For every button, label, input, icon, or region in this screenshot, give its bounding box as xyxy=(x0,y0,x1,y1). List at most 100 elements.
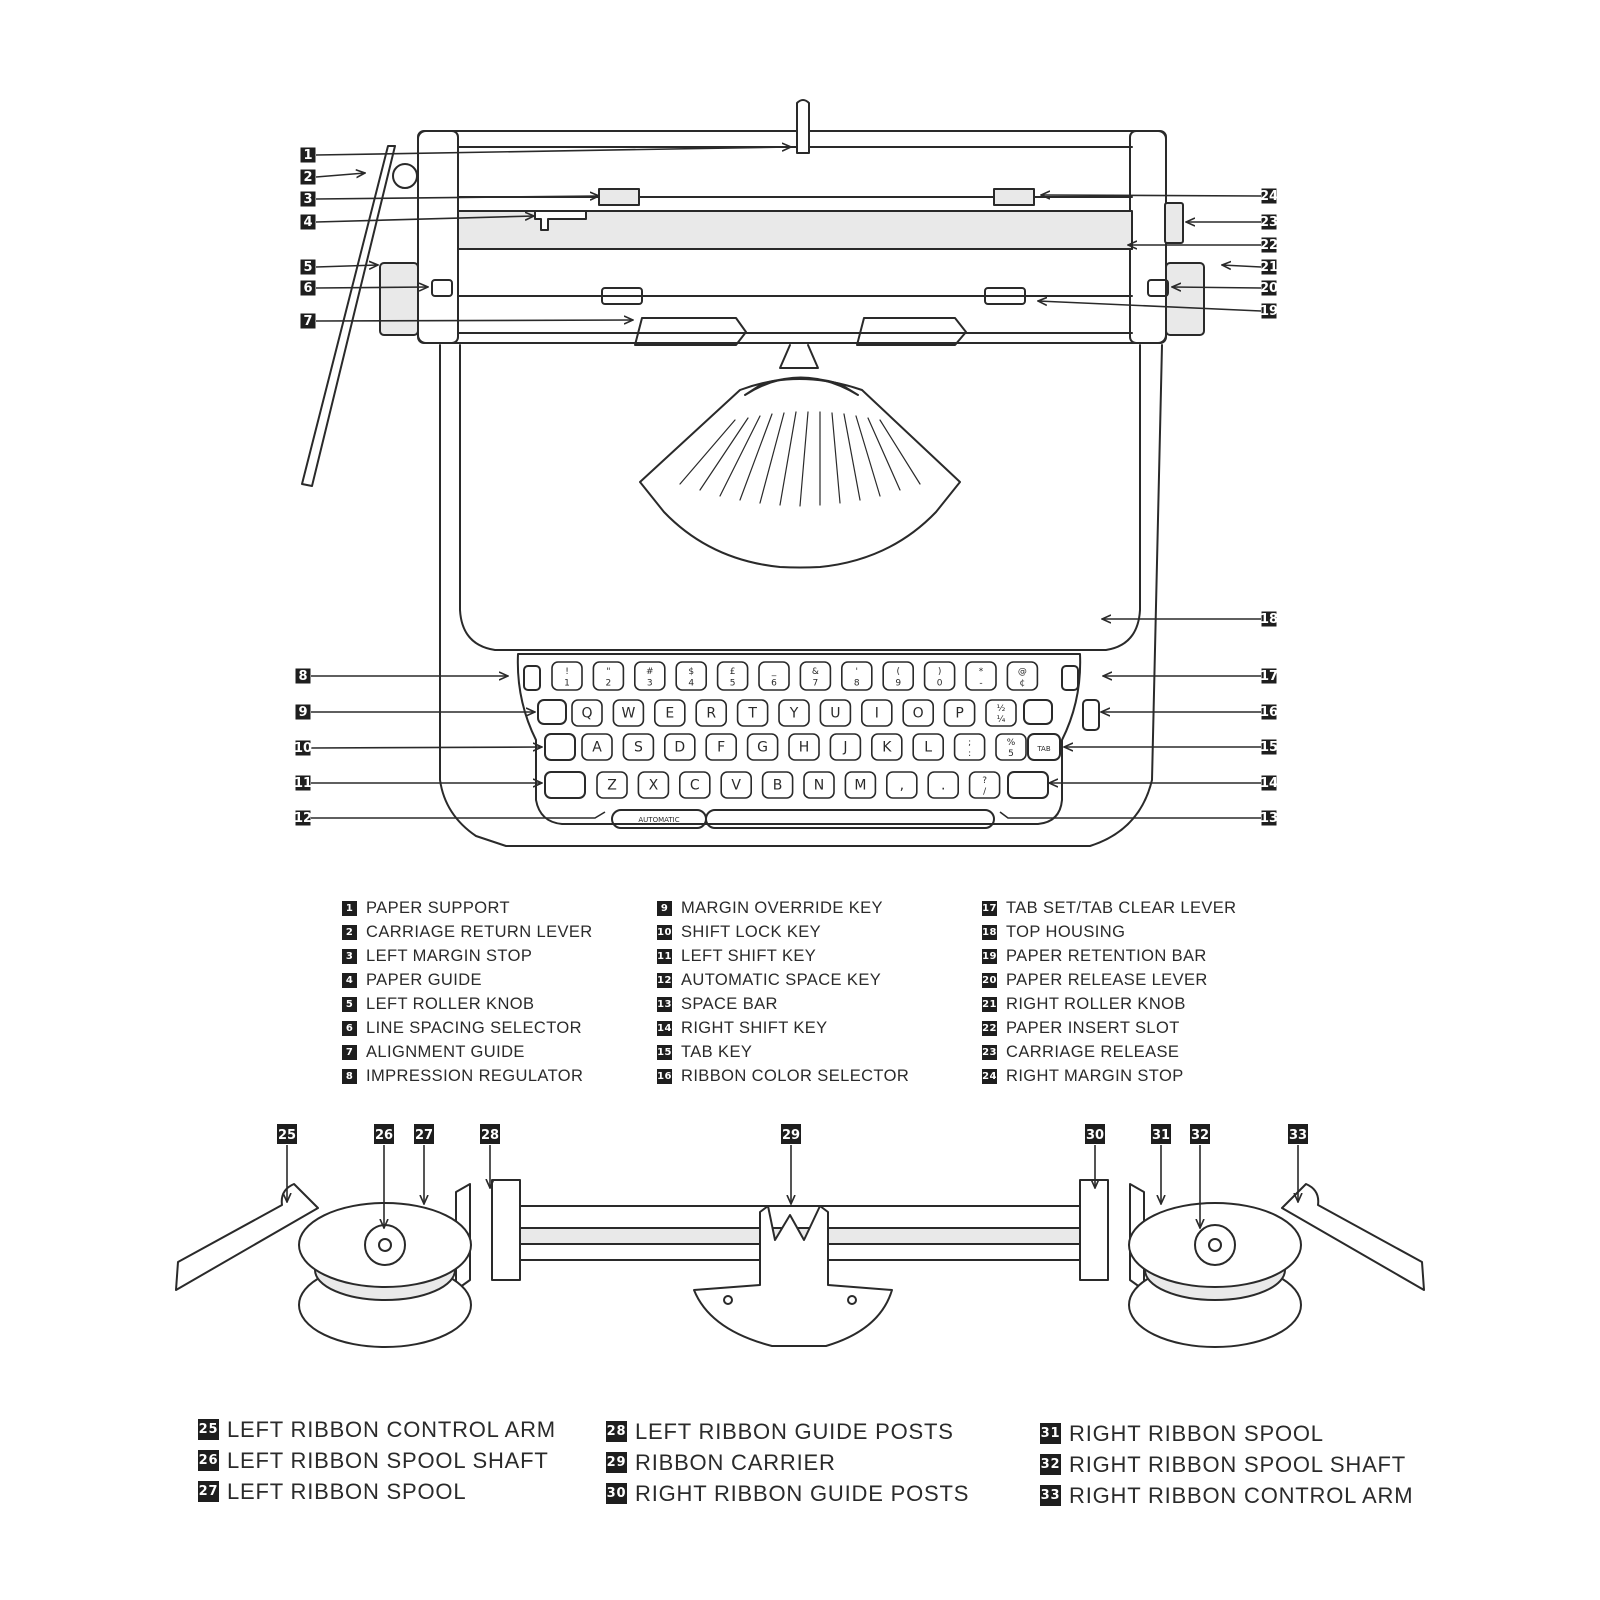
callout-number: 7 xyxy=(303,314,312,329)
legend-label: PAPER GUIDE xyxy=(366,970,482,989)
key-lower-legend: 5 xyxy=(730,679,736,689)
right-ribbon-spool-shaft xyxy=(1194,1224,1236,1266)
key-3-2: S xyxy=(622,733,655,761)
alignment-guide xyxy=(634,317,747,346)
callout-number: 11 xyxy=(294,776,312,791)
key-3-6: H xyxy=(788,733,820,761)
key-2-9: O xyxy=(902,699,935,727)
callout-32: 32 xyxy=(1190,1124,1210,1228)
callout-27: 27 xyxy=(414,1124,434,1204)
key-cap xyxy=(870,733,903,761)
callout-number: 8 xyxy=(298,669,307,684)
key-legend: L xyxy=(924,740,932,756)
callout-leader-line xyxy=(310,747,542,748)
legend-label: PAPER RETENTION BAR xyxy=(1006,946,1207,965)
right-ribbon-control-arm xyxy=(1281,1183,1425,1291)
key-2-8: I xyxy=(860,699,893,727)
key-cap xyxy=(927,771,960,799)
left-ribbon-control-arm xyxy=(175,1183,319,1291)
key-legend: R xyxy=(706,706,716,722)
callout-6: 6 xyxy=(300,280,429,296)
callout-badge xyxy=(300,214,316,230)
key-legend: J xyxy=(842,740,847,756)
key-cap xyxy=(985,699,1017,727)
key-1-10: )0 xyxy=(923,661,956,691)
key-1-6: _6 xyxy=(758,661,790,691)
key-legend: K xyxy=(882,740,892,756)
callout-badge xyxy=(300,147,316,163)
callout-7: 7 xyxy=(300,313,634,329)
key-legend: . xyxy=(941,778,945,794)
callout-leader-line xyxy=(315,320,633,321)
key-cap xyxy=(761,771,794,799)
callout-badge xyxy=(300,191,316,207)
key-4-6: N xyxy=(803,771,835,799)
key-cap xyxy=(1006,661,1039,691)
key-1-11: *- xyxy=(965,661,997,691)
legend-label: LINE SPACING SELECTOR xyxy=(366,1018,582,1037)
callout-number: 9 xyxy=(298,705,307,720)
legend-label: PAPER RELEASE LEVER xyxy=(1006,970,1208,989)
legend-label: LEFT ROLLER KNOB xyxy=(366,994,535,1013)
key-legend: F xyxy=(717,740,725,756)
key-cap xyxy=(844,771,877,799)
margin-override-key xyxy=(537,699,567,725)
callout-badge xyxy=(300,259,316,275)
callout-badge xyxy=(300,169,316,185)
legend-number: 16 xyxy=(657,1068,672,1084)
callout-number: 14 xyxy=(1260,776,1278,791)
callout-5: 5 xyxy=(300,259,379,275)
key-cap xyxy=(788,733,820,761)
callout-number: 29 xyxy=(782,1128,800,1143)
callout-badge xyxy=(1261,704,1277,720)
legend-label: RIGHT RIBBON SPOOL xyxy=(1069,1420,1324,1446)
legend-number: 18 xyxy=(982,924,997,940)
callout-badge xyxy=(480,1124,500,1144)
key-upper-legend: ½ xyxy=(997,704,1006,714)
key-cap xyxy=(995,733,1027,761)
key-legend: C xyxy=(690,778,700,794)
key-2-1: Q xyxy=(571,699,603,727)
automatic-key-label: AUTOMATIC xyxy=(638,816,679,824)
paper-support xyxy=(796,99,810,154)
legend-number: 28 xyxy=(606,1421,627,1442)
left-roller-knob xyxy=(379,262,419,336)
key-cap xyxy=(705,733,738,761)
left-carriage-end xyxy=(417,130,459,344)
callout-leader-line xyxy=(1041,195,1262,196)
legend-number: 20 xyxy=(982,972,997,988)
key-2-4: R xyxy=(695,699,728,727)
callout-badge xyxy=(781,1124,801,1144)
key-1-7: &7 xyxy=(799,661,832,691)
key-3-1: A xyxy=(581,733,613,761)
legend-number: 33 xyxy=(1040,1485,1061,1506)
callout-badge xyxy=(295,740,311,756)
key-1-2: "2 xyxy=(592,661,625,691)
key-cap xyxy=(695,699,728,727)
callout-badge xyxy=(295,668,311,684)
key-cap xyxy=(663,733,696,761)
key-upper-legend: " xyxy=(606,667,610,677)
legend-label: LEFT RIBBON SPOOL xyxy=(227,1478,467,1504)
callout-17: 17 xyxy=(1103,668,1278,684)
callout-10: 10 xyxy=(294,740,542,756)
key-upper-legend: * xyxy=(979,667,984,677)
key-cap xyxy=(592,661,625,691)
callout-15: 15 xyxy=(1064,739,1278,755)
key-lower-legend: ¼ xyxy=(997,715,1006,725)
legend-number: 23 xyxy=(982,1044,997,1060)
callout-badge xyxy=(1261,188,1277,204)
callout-25: 25 xyxy=(277,1124,297,1202)
legend-number: 22 xyxy=(982,1020,997,1036)
callout-22: 22 xyxy=(1128,237,1278,253)
top-housing xyxy=(459,344,1141,651)
key-legend: P xyxy=(955,706,963,722)
key-legend: Y xyxy=(789,706,799,722)
impression-regulator xyxy=(523,665,541,691)
